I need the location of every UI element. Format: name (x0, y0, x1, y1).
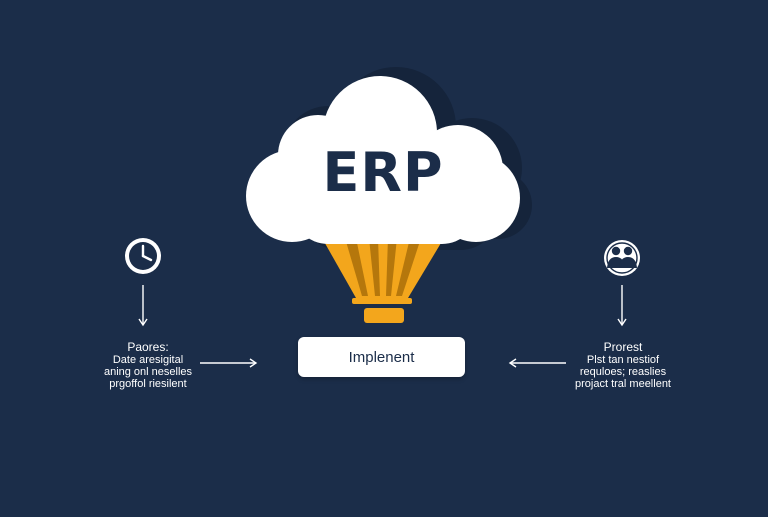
balloon-body (322, 238, 444, 298)
erp-title: ERP (322, 141, 444, 204)
balloon-band (352, 298, 412, 304)
right-step-line-3: projact tral meellent (575, 378, 671, 390)
right-left-arrow-head (508, 358, 517, 368)
right-step-line-1: Plst tan nestiof (586, 354, 660, 366)
left-step-line-3: prgoffol riesilent (109, 378, 187, 390)
implement-button[interactable]: Implenent (298, 337, 465, 377)
balloon-stripe-right (396, 238, 421, 296)
balloon-stripe-mid-right (386, 238, 397, 296)
people-icon (604, 240, 640, 276)
left-step-line-2: aning onl neselles (103, 366, 193, 378)
balloon-icon (322, 238, 444, 323)
left-down-arrow-head (138, 318, 148, 327)
right-step-text: Prorest Plst tan nestiof requloes; reasl… (556, 341, 690, 390)
clock-icon (125, 238, 161, 274)
left-step-title: Paores: (127, 340, 169, 354)
balloon-basket (364, 308, 404, 323)
cloud-shape (246, 76, 520, 244)
right-down-arrow-head (617, 318, 627, 327)
left-step-line-1: Date aresigital (112, 354, 184, 366)
left-step-text: Paores: Date aresigital aning onl nesell… (86, 341, 210, 390)
balloon-stripe-left (345, 238, 368, 296)
balloon-stripe-mid-left (369, 238, 380, 296)
right-step-title: Prorest (603, 340, 643, 354)
left-right-arrow-head (249, 358, 258, 368)
implement-label: Implenent (348, 348, 415, 366)
connectors (138, 285, 627, 368)
right-step-line-2: requloes; reaslies (579, 366, 667, 378)
